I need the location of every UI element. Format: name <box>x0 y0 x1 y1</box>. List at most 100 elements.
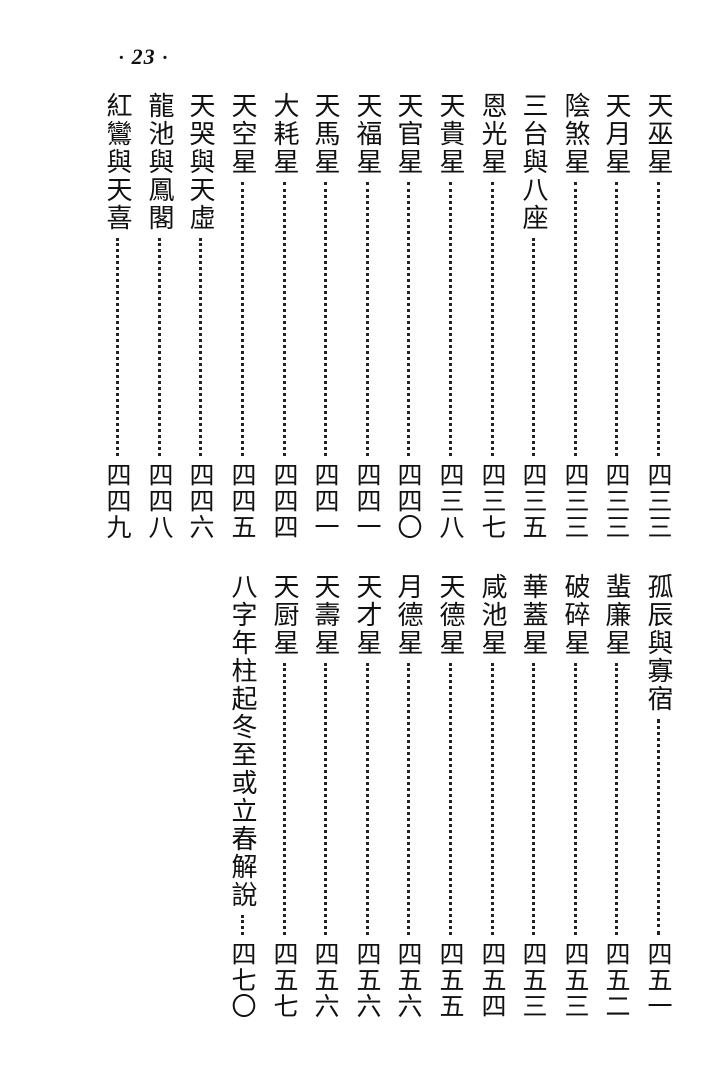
toc-dot-leader <box>115 238 119 456</box>
toc-entry-page: 四五二 <box>602 941 631 1019</box>
toc-dot-leader <box>323 182 327 456</box>
toc-entry: 華蓋星四五三 <box>513 573 553 1019</box>
toc-entry: 龍池與鳳閣四四八 <box>139 92 179 540</box>
toc-entry-title: 咸池星 <box>477 573 507 657</box>
toc-entry: 陰煞星四三三 <box>555 92 595 540</box>
toc-entry-title: 天哭與天虛 <box>185 92 215 232</box>
toc-dot-leader <box>282 182 286 456</box>
toc-entry-title: 蜚廉星 <box>601 573 631 657</box>
toc-entry: 天德星四五五 <box>430 573 470 1019</box>
toc-entry-page: 四三三 <box>644 462 673 540</box>
toc-entry-page: 四四一 <box>311 462 340 540</box>
toc-entry: 八字年柱起冬至或立春解說四七〇 <box>222 573 262 1019</box>
toc-entry: 孤辰與寡宿四五一 <box>638 573 678 1019</box>
toc-entry-page: 四五一 <box>644 941 673 1019</box>
toc-entry-page: 四四〇 <box>394 462 423 540</box>
page-number-value: 23 <box>131 44 156 69</box>
toc-dot-leader <box>490 663 494 935</box>
toc-entry-page: 四四九 <box>103 462 132 540</box>
toc-dot-leader <box>614 663 618 935</box>
toc-dot-leader <box>240 182 244 456</box>
toc-entry-page: 四五三 <box>519 941 548 1019</box>
toc-entry-page: 四四一 <box>353 462 382 540</box>
toc-dot-leader <box>656 719 660 935</box>
toc-entry-page: 四五六 <box>353 941 382 1019</box>
toc-dot-leader <box>157 238 161 456</box>
toc-dot-leader <box>323 663 327 935</box>
toc-entry-title: 天德星 <box>435 573 465 657</box>
toc-dot-leader <box>365 182 369 456</box>
toc-entry: 咸池星四五四 <box>472 573 512 1019</box>
toc-entry-page: 四五三 <box>561 941 590 1019</box>
toc-entry: 天貴星四三八 <box>430 92 470 540</box>
page-number-dot-left: · <box>118 47 126 69</box>
toc-dot-leader <box>614 182 618 456</box>
toc-entry-page: 四五七 <box>270 941 299 1019</box>
toc-entry: 蜚廉星四五二 <box>596 573 636 1019</box>
toc-dot-leader <box>531 238 535 456</box>
toc-entry-title: 天才星 <box>352 573 382 657</box>
toc-entry-page: 四四六 <box>186 462 215 540</box>
toc-entry-title: 破碎星 <box>560 573 590 657</box>
toc-entry: 大耗星四四四 <box>264 92 304 540</box>
toc-entry-page: 四三三 <box>561 462 590 540</box>
toc-entry-page: 四五六 <box>394 941 423 1019</box>
toc-entry-title: 天馬星 <box>310 92 340 176</box>
toc-dot-leader <box>198 238 202 456</box>
toc-entry-title: 天福星 <box>352 92 382 176</box>
toc-dot-leader <box>406 663 410 935</box>
toc-entry-page: 四四五 <box>228 462 257 540</box>
toc-dot-leader <box>656 182 660 456</box>
toc-dot-leader <box>573 182 577 456</box>
toc-entry: 天月星四三三 <box>596 92 636 540</box>
toc-entry: 天官星四四〇 <box>388 92 428 540</box>
toc-entry-page: 四四四 <box>270 462 299 540</box>
toc-entry-title: 天官星 <box>393 92 423 176</box>
toc-entry-title: 天厨星 <box>269 573 299 657</box>
toc-entry-title: 孤辰與寡宿 <box>643 573 673 713</box>
toc-entry: 天壽星四五六 <box>305 573 345 1019</box>
toc-entry: 天哭與天虛四四六 <box>180 92 220 540</box>
toc-entry-page: 四五六 <box>311 941 340 1019</box>
toc-entry: 恩光星四三七 <box>472 92 512 540</box>
toc-entry-title: 天壽星 <box>310 573 340 657</box>
toc-entry: 紅鸞與天喜四四九 <box>97 92 137 540</box>
toc-entry: 天福星四四一 <box>347 92 387 540</box>
toc-entry: 天才星四五六 <box>347 573 387 1019</box>
toc-entry-title: 月德星 <box>393 573 423 657</box>
toc-dot-leader <box>365 663 369 935</box>
toc-dot-leader <box>448 663 452 935</box>
page-number-dot-right: · <box>161 47 170 69</box>
toc-entry-title: 天巫星 <box>643 92 673 176</box>
toc-entry-title: 三台與八座 <box>518 92 548 232</box>
toc-entry: 天空星四四五 <box>222 92 262 540</box>
toc-entry-page: 四三三 <box>602 462 631 540</box>
toc-dot-leader <box>448 182 452 456</box>
toc-entry-page: 四四八 <box>145 462 174 540</box>
toc-dot-leader <box>490 182 494 456</box>
toc-entry-title: 大耗星 <box>269 92 299 176</box>
toc-dot-leader <box>573 663 577 935</box>
toc-entry-title: 恩光星 <box>477 92 507 176</box>
toc-entry-title: 陰煞星 <box>560 92 590 176</box>
toc-entry-title: 天月星 <box>601 92 631 176</box>
toc-entry: 月德星四五六 <box>388 573 428 1019</box>
toc-entry-title: 天貴星 <box>435 92 465 176</box>
toc-entry-title: 紅鸞與天喜 <box>102 92 132 232</box>
toc-dot-leader <box>240 915 244 935</box>
toc-entry-title: 八字年柱起冬至或立春解說 <box>227 573 257 909</box>
toc-entry: 三台與八座四三五 <box>513 92 553 540</box>
toc-entry-title: 天空星 <box>227 92 257 176</box>
toc-entry-page: 四五五 <box>436 941 465 1019</box>
toc-entry-title: 龍池與鳳閣 <box>144 92 174 232</box>
toc-entry-page: 四三八 <box>436 462 465 540</box>
toc-entry: 天厨星四五七 <box>264 573 304 1019</box>
toc-entry-page: 四五四 <box>478 941 507 1019</box>
toc-entry-title: 華蓋星 <box>518 573 548 657</box>
toc-entry: 破碎星四五三 <box>555 573 595 1019</box>
toc-entry-page: 四三七 <box>478 462 507 540</box>
toc-dot-leader <box>406 182 410 456</box>
toc-entry-page: 四七〇 <box>228 941 257 1019</box>
toc-entry: 天馬星四四一 <box>305 92 345 540</box>
toc-dot-leader <box>531 663 535 935</box>
